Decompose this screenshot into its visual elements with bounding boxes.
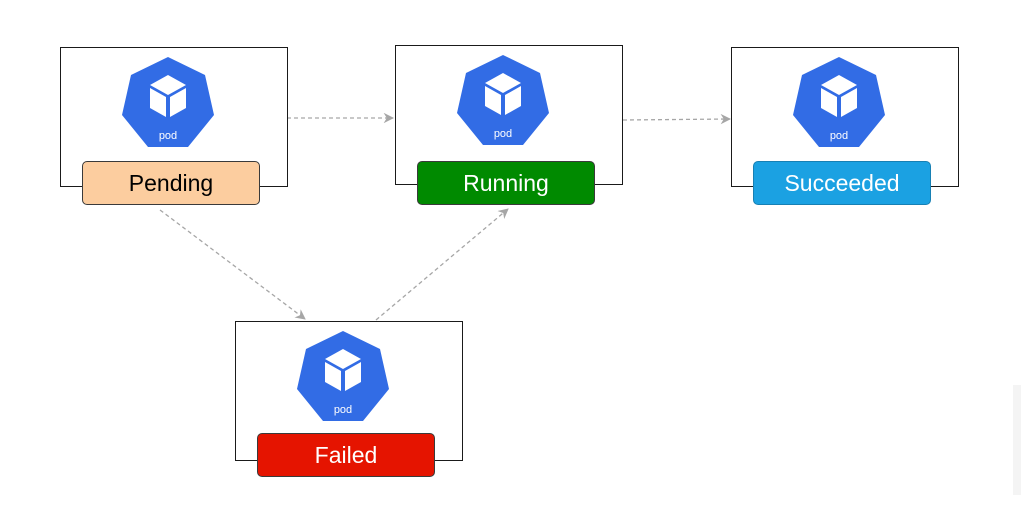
state-node-succeeded: pod Succeeded [731,47,959,209]
kubernetes-pod-icon: pod [457,55,549,145]
pod-label: pod [494,128,512,140]
state-node-running: pod Running [395,45,623,207]
scrollbar-track[interactable] [1013,385,1021,495]
pod-label: pod [159,130,177,142]
status-badge-succeeded: Succeeded [753,161,931,205]
status-badge-running: Running [417,161,595,205]
kubernetes-pod-icon: pod [122,57,214,147]
edge-failed-to-running [375,208,509,321]
edge-running-to-succeeded [622,113,732,125]
pod-label: pod [830,130,848,142]
pod-label: pod [334,404,352,416]
status-badge-pending: Pending [82,161,260,205]
kubernetes-pod-icon: pod [297,331,389,421]
edge-pending-to-failed [159,209,306,320]
state-node-failed: pod Failed [235,321,463,483]
state-node-pending: pod Pending [60,47,288,209]
status-badge-failed: Failed [257,433,435,477]
kubernetes-pod-icon: pod [793,57,885,147]
